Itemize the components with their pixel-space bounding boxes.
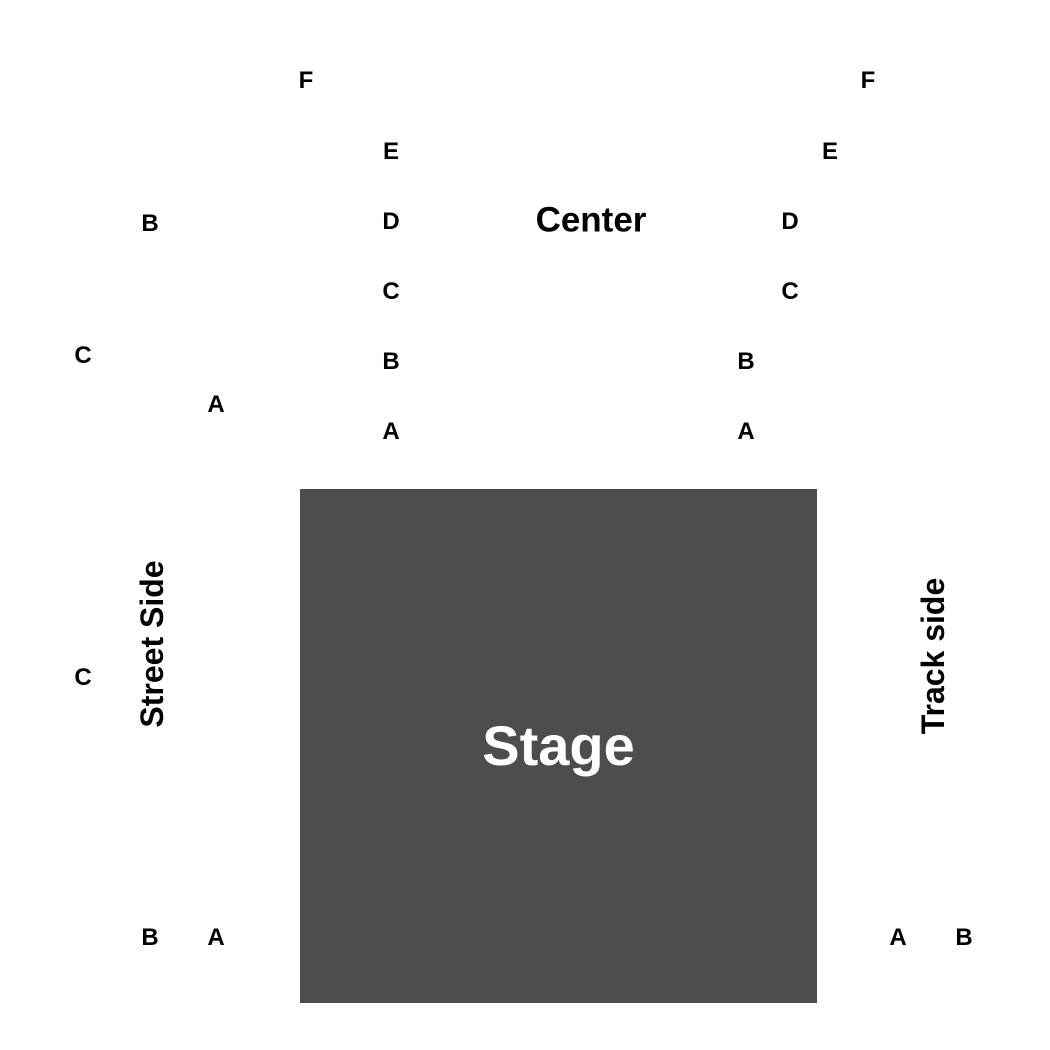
row-label-center-right-a: A — [737, 418, 755, 445]
row-label-center-right-c: C — [781, 278, 799, 305]
stage-label: Stage — [482, 714, 635, 777]
row-label-track-lower-b: B — [955, 924, 973, 951]
row-label-center-left-d: D — [382, 208, 400, 235]
row-label-track-lower-a: A — [889, 924, 907, 951]
section-title-street-side: Street Side — [134, 560, 170, 728]
section-title-center: Center — [535, 200, 647, 240]
row-label-center-right-f: F — [860, 67, 876, 94]
stage: Stage — [300, 489, 817, 1003]
row-label-center-right-b: B — [737, 348, 755, 375]
row-label-street-upper-b: B — [141, 210, 159, 237]
row-label-center-left-e: E — [382, 138, 400, 165]
row-label-street-lower-b: B — [141, 924, 159, 951]
row-label-street-upper-c: C — [74, 342, 92, 369]
row-label-center-right-e: E — [821, 138, 839, 165]
row-label-street-middle-c: C — [74, 664, 92, 691]
row-label-center-left-f: F — [298, 67, 314, 94]
row-label-street-upper-a: A — [207, 391, 225, 418]
row-label-center-left-b: B — [382, 348, 400, 375]
row-label-center-left-a: A — [382, 418, 400, 445]
section-title-track-side: Track side — [915, 577, 951, 735]
row-label-center-left-c: C — [382, 278, 400, 305]
row-label-center-right-d: D — [781, 208, 799, 235]
row-label-street-lower-a: A — [207, 924, 225, 951]
